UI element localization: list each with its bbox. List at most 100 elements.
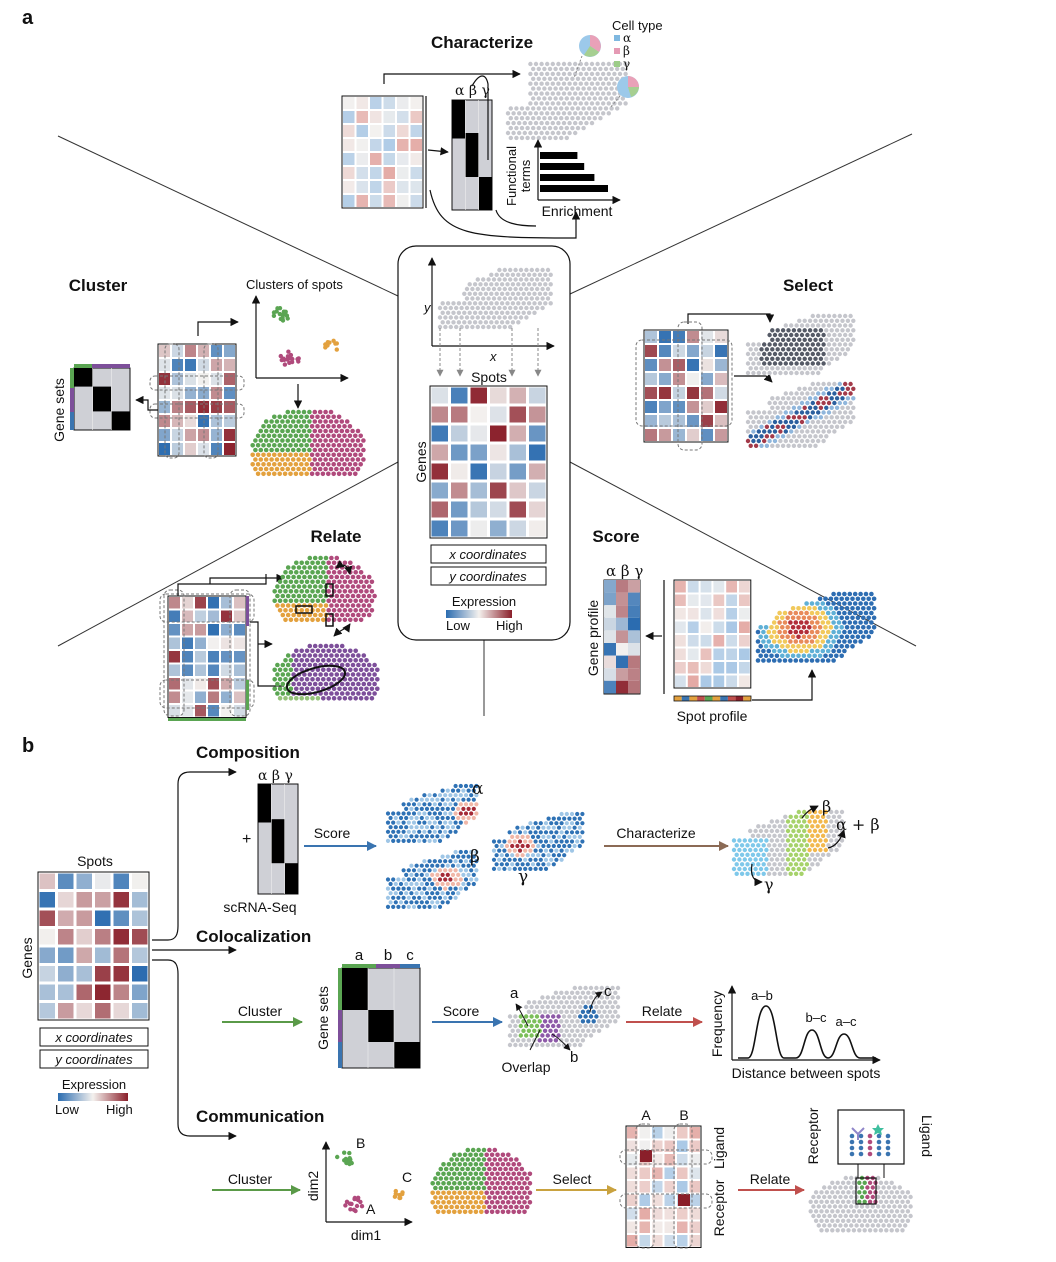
characterize-tissue-spot	[550, 71, 555, 77]
relate-tissue-spot	[345, 612, 350, 618]
score-tissue-spot	[798, 648, 804, 654]
center-tissue-spot	[497, 286, 502, 292]
select-tissue-spot	[778, 419, 783, 425]
cluster-tissue-spot	[347, 462, 353, 467]
composition-tissue-spot	[575, 830, 580, 835]
score-tissue-spot	[801, 625, 807, 630]
cluster-tissue-spot	[288, 443, 293, 448]
comm-tissue-spot	[470, 1204, 476, 1210]
cluster-tissue-spot	[350, 447, 355, 453]
comm-zoom-tissue-spot	[857, 1180, 862, 1186]
relate-tissue-spot	[304, 658, 310, 663]
composition-tissue-spot	[474, 783, 479, 789]
comm-zoom-tissue-spot	[832, 1223, 838, 1228]
matrix-cell	[39, 929, 55, 945]
center-tissue-spot	[518, 315, 524, 320]
center-tissue-spot	[462, 291, 467, 296]
select-tissue-spot	[751, 342, 756, 347]
center-tissue-spot	[497, 277, 502, 282]
score-tissue-spot	[839, 606, 844, 611]
comm-zoom-tissue-spot	[870, 1223, 875, 1228]
spot-profile-label: Spot profile	[677, 708, 748, 724]
score-tissue-spot	[850, 644, 855, 649]
matrix-cell	[39, 892, 55, 908]
select-expression-matrix	[635, 321, 733, 451]
score-tissue-spot	[831, 639, 836, 644]
comm-zoom-tissue-spot	[862, 1190, 867, 1195]
composition-tissue-spot	[538, 857, 543, 862]
composition-final-spot	[834, 819, 839, 824]
composition-tissue-spot	[445, 788, 450, 793]
composition-final-spot	[807, 838, 812, 843]
relate-tissue-spot	[334, 643, 340, 649]
cluster-tissue-spot	[285, 447, 291, 453]
gene-profile-cell	[616, 655, 628, 669]
matrix-cell	[645, 401, 657, 413]
select-tissue-spot	[775, 328, 780, 333]
composition-final-spot	[804, 814, 810, 819]
composition-final-spot	[775, 828, 780, 834]
matrix-cell	[221, 651, 232, 663]
cluster-tissue-spot	[355, 466, 361, 472]
score-tissue-spot	[815, 620, 820, 625]
comm-tissue-spot	[508, 1195, 514, 1200]
cluster-tissue-spot	[317, 419, 323, 424]
select-tissue-spot	[753, 347, 759, 352]
relate-highlight	[159, 593, 255, 623]
composition-final-spot	[785, 866, 791, 872]
center-tissue-spot	[505, 272, 510, 277]
composition-tissue-spot	[577, 816, 582, 821]
composition-tissue-spot	[417, 886, 422, 891]
b-expression-matrix	[37, 871, 150, 1021]
composition-tissue-spot	[435, 872, 440, 878]
select-tissue-spot	[775, 396, 780, 401]
matrix-cell	[715, 359, 727, 371]
cluster-tissue-spot	[269, 438, 274, 443]
cluster-tissue-spot	[299, 452, 304, 458]
coloc-a-label: a	[510, 985, 519, 1002]
comm-zoom-tissue-spot	[881, 1213, 886, 1219]
matrix-cell	[715, 415, 727, 427]
composition-tissue-spot	[409, 797, 414, 802]
score-tissue-spot	[863, 601, 869, 606]
matrix-cell	[645, 359, 657, 371]
score-tissue-spot	[782, 639, 788, 644]
select-tissue-spot	[818, 356, 824, 361]
relate-tissue-spot	[361, 584, 367, 589]
composition-tissue-spot	[458, 877, 463, 882]
composition-tissue-spot	[546, 825, 551, 830]
relate-tissue-spot	[312, 565, 318, 570]
section-title-characterize: Characterize	[431, 33, 533, 52]
matrix-cell	[639, 1181, 650, 1193]
relate-tissue-spot	[372, 691, 377, 696]
relate-tissue-spot	[372, 593, 377, 599]
coloc-tissue-spot	[537, 1019, 542, 1024]
relate-tissue-spot	[277, 677, 283, 682]
matrix-cell	[431, 406, 448, 423]
score-tissue-spot	[861, 615, 866, 621]
relate-tissue-spot	[310, 617, 315, 623]
composition-final-spot	[758, 866, 764, 872]
matrix-cell	[343, 181, 355, 193]
select-tissue-spot	[797, 347, 802, 352]
relate-tissue-spot	[342, 560, 348, 566]
composition-tissue-spot	[440, 797, 445, 802]
select-tissue-spot	[810, 361, 815, 366]
score-tissue-spot	[852, 620, 858, 625]
comm-zoom-tissue-spot	[889, 1209, 894, 1214]
matrix-cell	[715, 429, 727, 441]
select-tissue-spot	[767, 351, 772, 357]
relate-tissue-spot	[310, 589, 315, 594]
composition-tissue-spot	[414, 863, 419, 868]
matrix-cell	[677, 1208, 688, 1220]
composition-final-spot	[839, 819, 845, 824]
coloc-tissue-spot	[575, 1028, 580, 1034]
center-tissue-spot	[478, 291, 483, 296]
characterize-tissue-spot	[539, 101, 544, 106]
spot-profile-cell	[727, 696, 736, 701]
matrix-cell	[370, 139, 382, 151]
matrix-cell	[195, 610, 206, 622]
composition-final-spot	[764, 866, 769, 872]
composition-tissue-spot	[430, 863, 435, 868]
composition-tissue-spot	[385, 895, 391, 900]
